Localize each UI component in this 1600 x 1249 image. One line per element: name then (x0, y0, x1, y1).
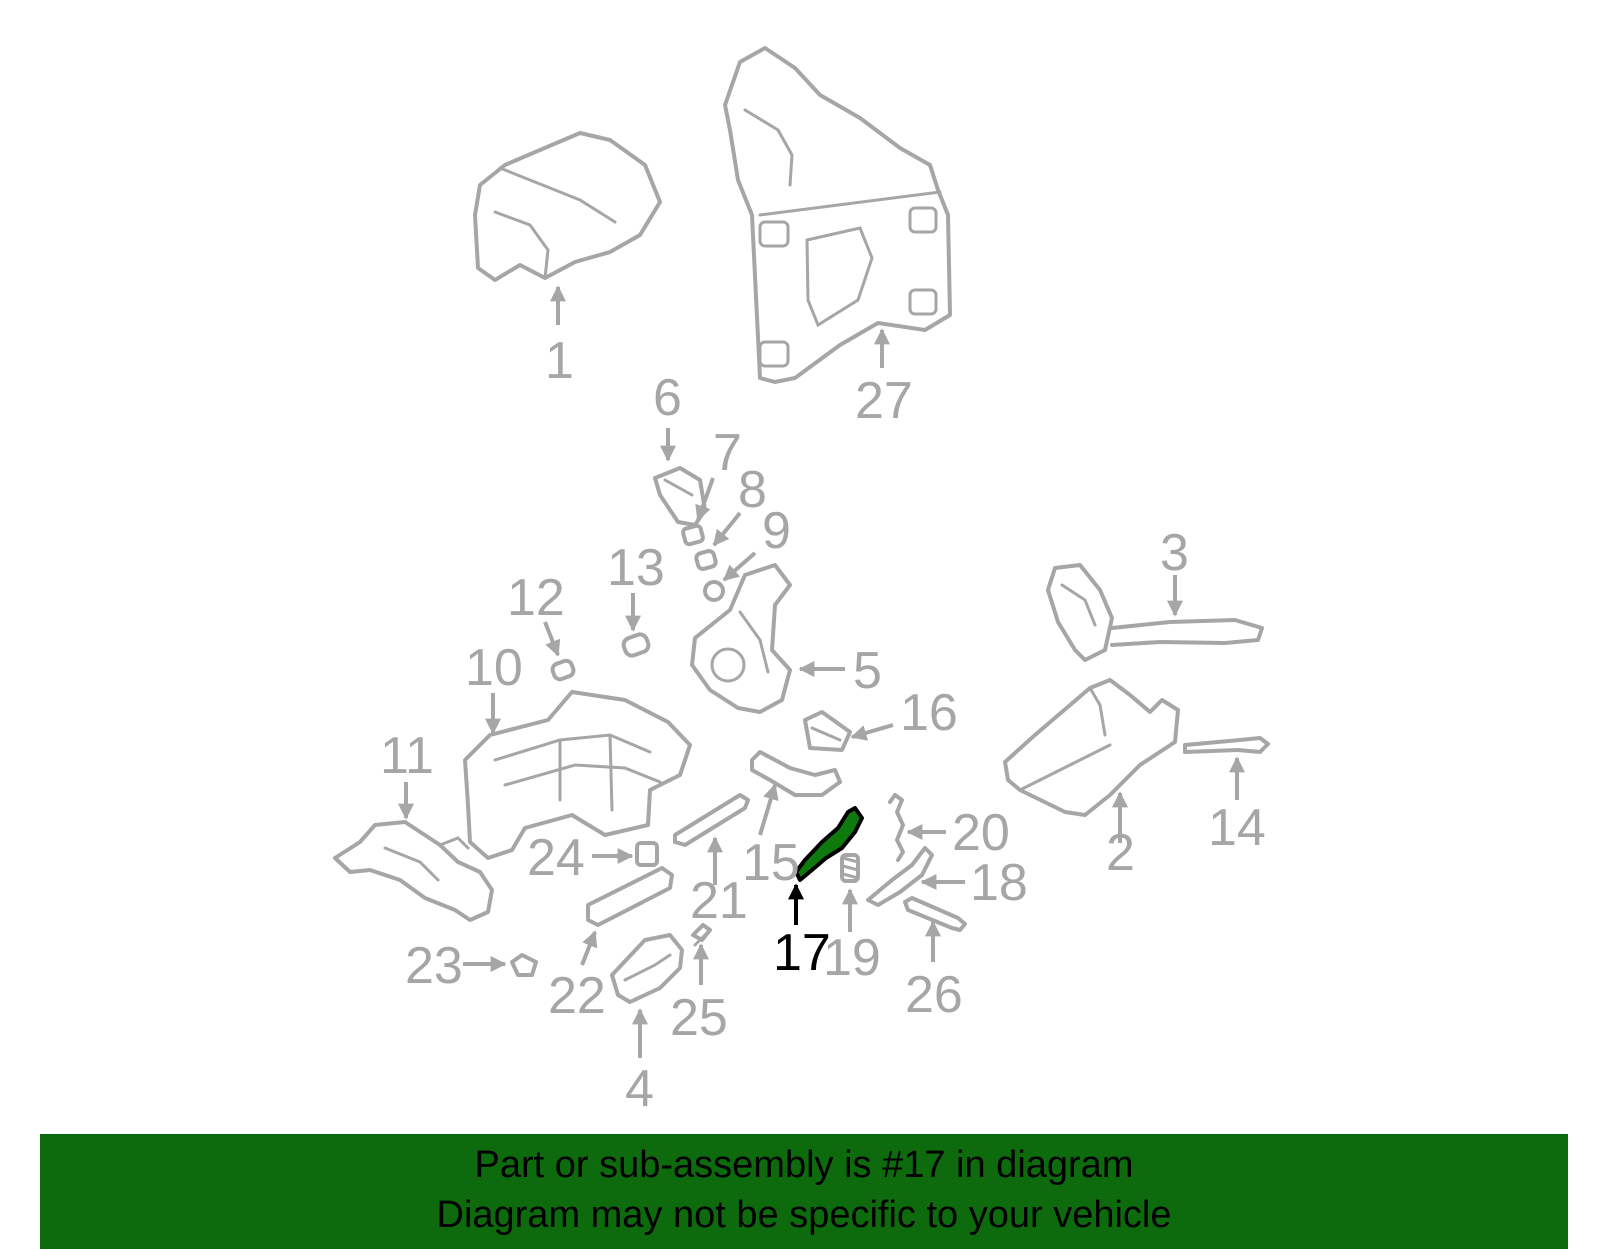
callout-27: 27 (855, 372, 913, 430)
callout-5: 5 (853, 642, 882, 700)
leader-15 (758, 783, 779, 836)
callout-15: 15 (742, 834, 800, 892)
part-1-upper-shroud (473, 131, 662, 282)
part-18 (866, 846, 934, 907)
leader-12 (543, 621, 561, 657)
leader-16 (850, 723, 894, 741)
callout-1: 1 (545, 332, 574, 390)
leader-8 (712, 511, 742, 547)
info-banner: Part or sub-assembly is #17 in diagram D… (40, 1134, 1568, 1249)
leader-22 (580, 930, 598, 966)
part-16 (803, 710, 852, 752)
part-22 (586, 866, 674, 927)
callout-23: 23 (405, 937, 463, 995)
part-19-spring (840, 853, 860, 883)
callout-19: 19 (823, 929, 881, 987)
part-10-housing (463, 690, 692, 860)
part-3-switch (1046, 563, 1264, 662)
callout-26: 26 (905, 966, 963, 1024)
part-23 (510, 953, 538, 977)
callout-10: 10 (465, 639, 523, 697)
part-15 (750, 750, 842, 797)
part-11-bracket (333, 820, 494, 922)
part-24 (635, 841, 659, 867)
part-7 (681, 523, 705, 547)
callout-24: 24 (527, 829, 585, 887)
part-12 (550, 658, 576, 682)
part-13 (621, 632, 651, 658)
leader-9 (722, 551, 757, 582)
part-27-bracket (723, 46, 952, 384)
part-9 (703, 580, 725, 602)
callout-21: 21 (690, 872, 748, 930)
leader-7 (695, 477, 715, 522)
callout-25: 25 (670, 989, 728, 1047)
callout-16: 16 (900, 684, 958, 742)
part-14 (1183, 736, 1270, 754)
callout-13: 13 (607, 539, 665, 597)
callout-12: 12 (507, 569, 565, 627)
callout-11: 11 (380, 727, 434, 785)
part-21 (673, 793, 750, 847)
part-26 (903, 896, 967, 932)
callout-3: 3 (1160, 524, 1189, 582)
callout-20: 20 (952, 804, 1010, 862)
callout-7: 7 (713, 424, 742, 482)
callout-22: 22 (548, 967, 606, 1025)
callout-18: 18 (970, 854, 1028, 912)
callout-2: 2 (1106, 824, 1135, 882)
part-25-spring (691, 923, 712, 947)
callout-6: 6 (653, 369, 682, 427)
callout-14: 14 (1208, 799, 1266, 857)
part-20 (888, 793, 905, 862)
part-4 (610, 933, 684, 1004)
part-2-lower-shroud (1003, 678, 1180, 817)
part-8 (694, 549, 718, 571)
callout-17-highlighted: 17 (773, 924, 831, 982)
callout-4: 4 (625, 1060, 654, 1118)
callout-8: 8 (738, 461, 767, 519)
banner-line-2: Diagram may not be specific to your vehi… (436, 1194, 1172, 1236)
part-5-housing (690, 563, 792, 714)
callout-9: 9 (762, 502, 791, 560)
part-17-highlighted (794, 806, 864, 882)
banner-line-1: Part or sub-assembly is #17 in diagram (474, 1144, 1134, 1186)
